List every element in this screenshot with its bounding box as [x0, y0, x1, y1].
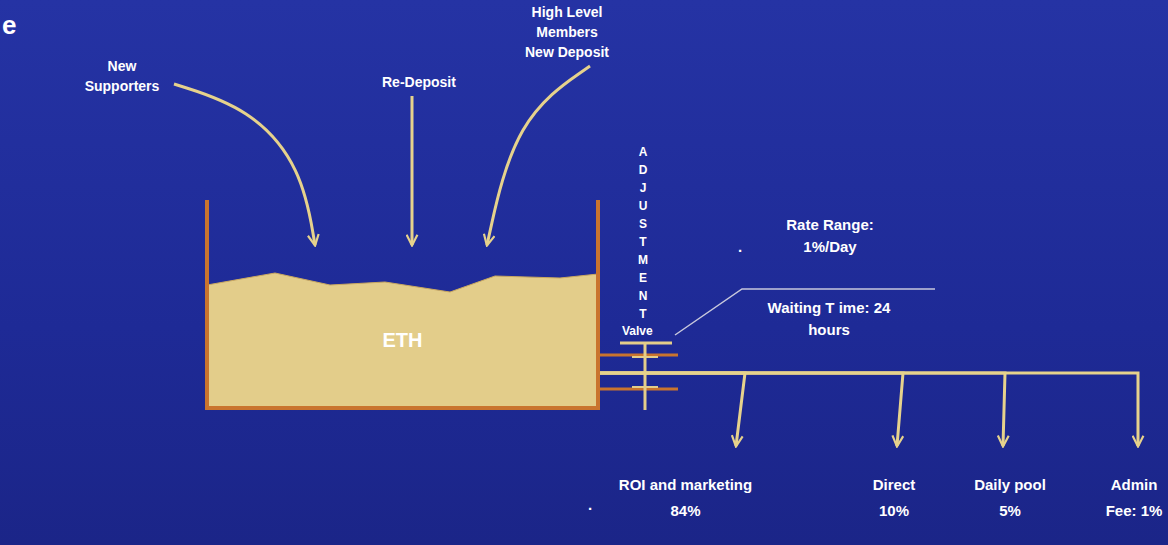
- valve-caption: ADJUSTMENT: [637, 143, 649, 323]
- pipe-wall: [600, 354, 678, 357]
- source-text: Re-Deposit: [382, 72, 456, 92]
- title-fragment: e: [2, 10, 16, 41]
- source-label: Re-Deposit: [382, 72, 456, 92]
- payout-text: Admin Fee: 1%: [1104, 472, 1164, 524]
- valve-label: Valve: [622, 324, 653, 338]
- valve-handle: [620, 342, 672, 345]
- tank-wall: [207, 200, 598, 408]
- source-text: New Supporters: [72, 56, 172, 96]
- flow-arrow: [487, 66, 590, 245]
- payout-text: Daily pool: [960, 472, 1060, 498]
- tank-outline: [205, 245, 600, 410]
- source-text: High Level Members New Deposit: [522, 2, 612, 62]
- valve-stem: [644, 343, 647, 410]
- dot-mark: .: [738, 238, 742, 255]
- valve-gate: [632, 356, 658, 358]
- flow-arrow: [600, 373, 1138, 446]
- flow-arrow: [600, 373, 903, 446]
- pipe-wall: [600, 388, 678, 391]
- payout-text: 84%: [598, 498, 773, 524]
- eth-tank: ETH: [205, 245, 600, 410]
- tank-label: ETH: [205, 327, 600, 353]
- wait-note: Waiting T ime: 24 hours: [766, 297, 892, 341]
- source-label: New Supporters: [72, 56, 172, 96]
- flow-arrow: [411, 96, 414, 245]
- payout-text: 10%: [852, 498, 936, 524]
- rate-note: Rate Range: 1%/Day: [772, 214, 888, 258]
- valve-gate: [632, 386, 658, 388]
- flow-arrow: [600, 373, 1005, 446]
- flow-arrow: [600, 373, 745, 446]
- payout-box: Daily pool5%: [960, 446, 1060, 524]
- flow-arrow: [174, 84, 315, 245]
- payout-box: Direct10%: [852, 446, 936, 524]
- payout-text: 5%: [960, 498, 1060, 524]
- dot-mark: .: [588, 496, 592, 513]
- payout-text: ROI and marketing: [598, 472, 773, 498]
- payout-box: ROI and marketing84%: [598, 446, 773, 524]
- payout-box: Admin Fee: 1%: [1104, 446, 1164, 524]
- payout-text: Direct: [852, 472, 936, 498]
- source-label: High Level Members New Deposit: [522, 2, 612, 62]
